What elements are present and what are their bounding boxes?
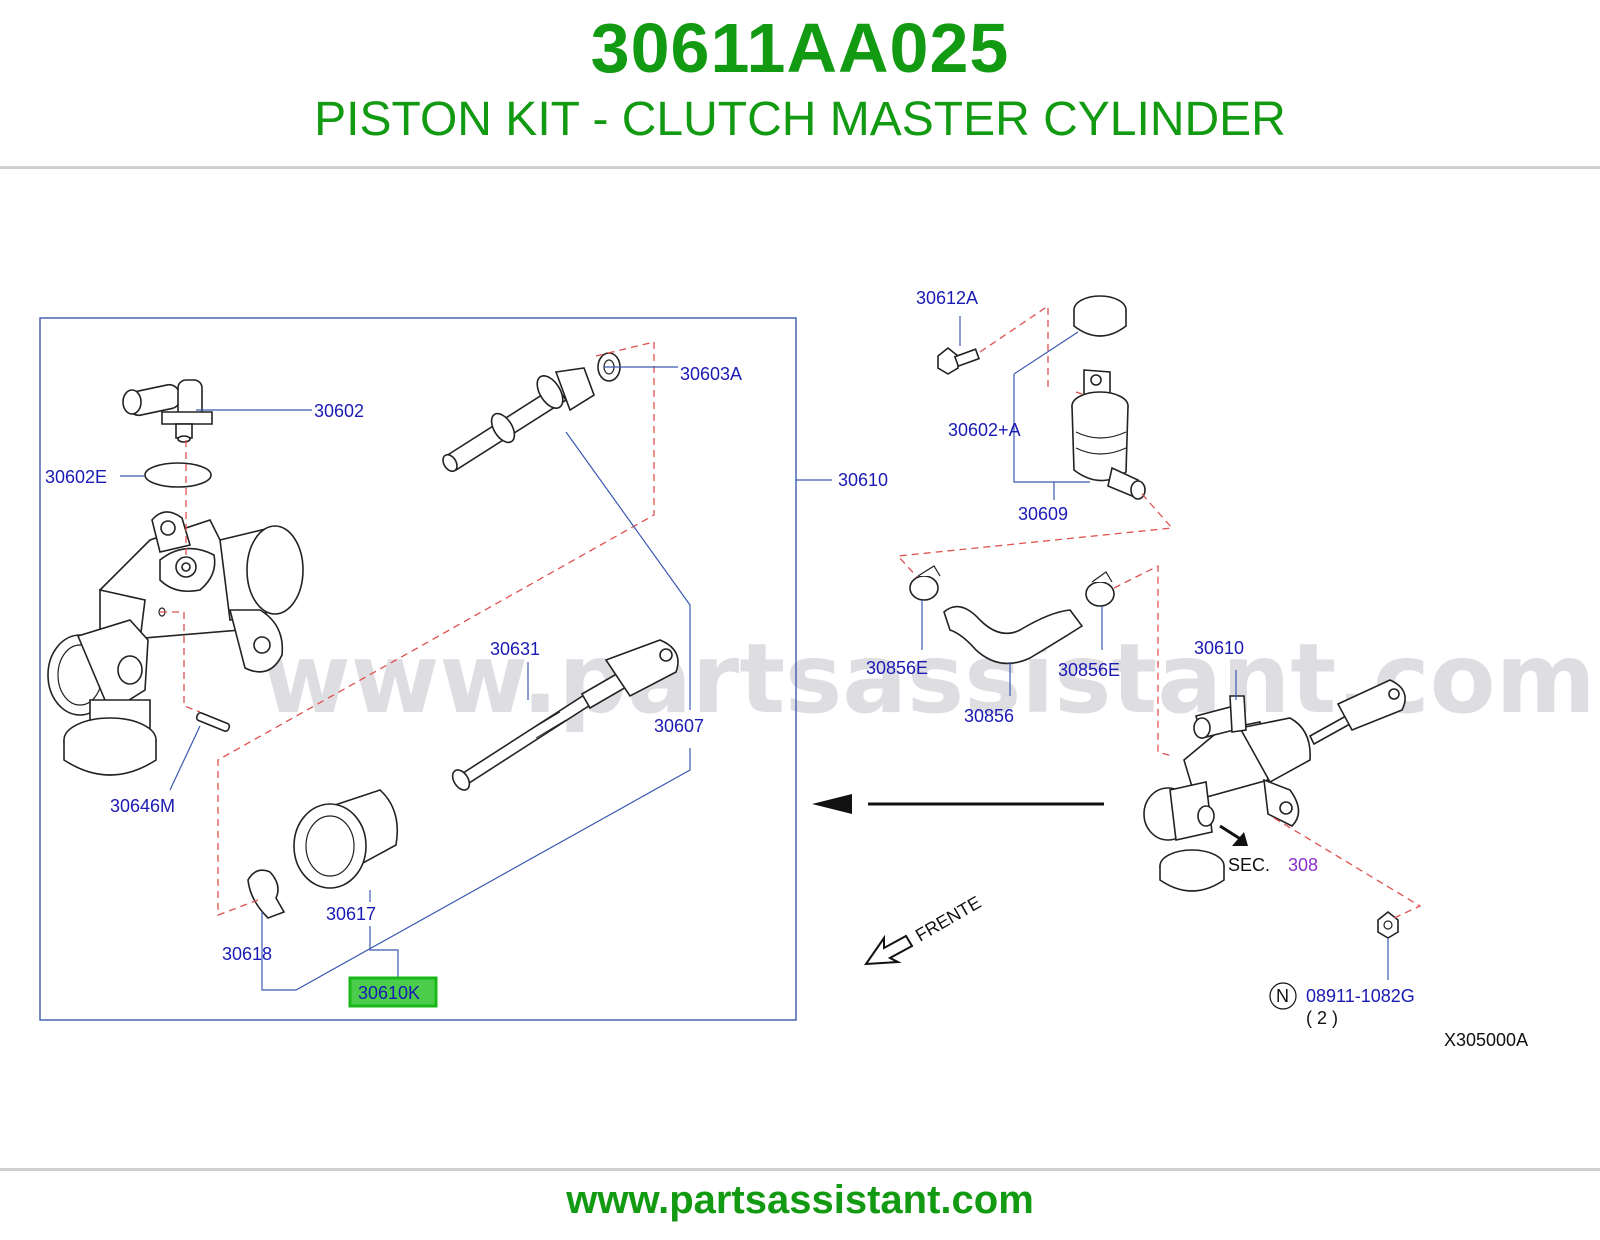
label-30618: 30618 <box>222 944 272 964</box>
front-arrow <box>864 934 914 966</box>
reservoir-30609 <box>1071 369 1146 500</box>
part-number: 30611AA025 <box>590 9 1010 87</box>
label-30631: 30631 <box>490 639 540 659</box>
label-30610K: 30610K <box>358 983 420 1003</box>
diagram-code: X305000A <box>1444 1030 1528 1050</box>
part-title: PISTON KIT - CLUTCH MASTER CYLINDER <box>314 93 1286 146</box>
top-divider <box>0 166 1600 169</box>
label-08911-1082G: 08911-1082G <box>1306 986 1415 1006</box>
footer-url[interactable]: www.partsassistant.com <box>566 1178 1034 1222</box>
clamp-30856E-right <box>1085 571 1115 607</box>
master-cylinder-body <box>47 511 304 776</box>
label-30610-right: 30610 <box>1194 638 1244 658</box>
highlight-30610K <box>348 976 438 1008</box>
clamp-30856E-left <box>909 565 941 601</box>
label-30646M: 30646M <box>110 796 175 816</box>
n-mark-circle <box>1269 982 1297 1010</box>
label-30602: 30602 <box>314 401 364 421</box>
label-30607: 30607 <box>654 716 704 736</box>
bolt-30612A <box>937 346 981 375</box>
label-30610-assembly: 30610 <box>838 470 888 490</box>
watermark: www.partsassistant.com <box>262 623 1596 735</box>
label-30603A: 30603A <box>680 364 742 384</box>
piston-30607 <box>442 367 595 473</box>
clip-30618 <box>247 869 286 919</box>
label-30609: 30609 <box>1018 504 1068 524</box>
elbow-fitting-30602 <box>122 379 213 443</box>
header: 30611AA025 PISTON KIT - CLUTCH MASTER CY… <box>0 0 1600 168</box>
sec-label: SEC. <box>1228 855 1270 875</box>
pin-30646M <box>195 712 231 732</box>
nut-08911-1082G <box>1377 910 1399 939</box>
label-30856: 30856 <box>964 706 1014 726</box>
bottom-divider <box>0 1168 1600 1171</box>
label-30602A: 30602+A <box>948 420 1021 440</box>
hose-30856 <box>943 605 1084 665</box>
push-rod-30631 <box>451 639 679 791</box>
boot-30617 <box>293 789 399 889</box>
assembly-box <box>39 317 797 1021</box>
sec-number: 308 <box>1288 855 1318 875</box>
master-cylinder-assembly-right <box>1143 679 1406 892</box>
label-30612A: 30612A <box>916 288 978 308</box>
arrow-head <box>812 794 852 814</box>
frente-label: FRENTE <box>912 892 984 945</box>
n-mark: N <box>1276 986 1289 1006</box>
label-30856E-left: 30856E <box>866 658 928 678</box>
label-30602E: 30602E <box>45 467 107 487</box>
o-ring-30602E <box>144 462 212 488</box>
reservoir-cap <box>1073 295 1127 337</box>
quantity-label: ( 2 ) <box>1306 1008 1338 1028</box>
label-30617: 30617 <box>326 904 376 924</box>
label-30856E-right: 30856E <box>1058 660 1120 680</box>
